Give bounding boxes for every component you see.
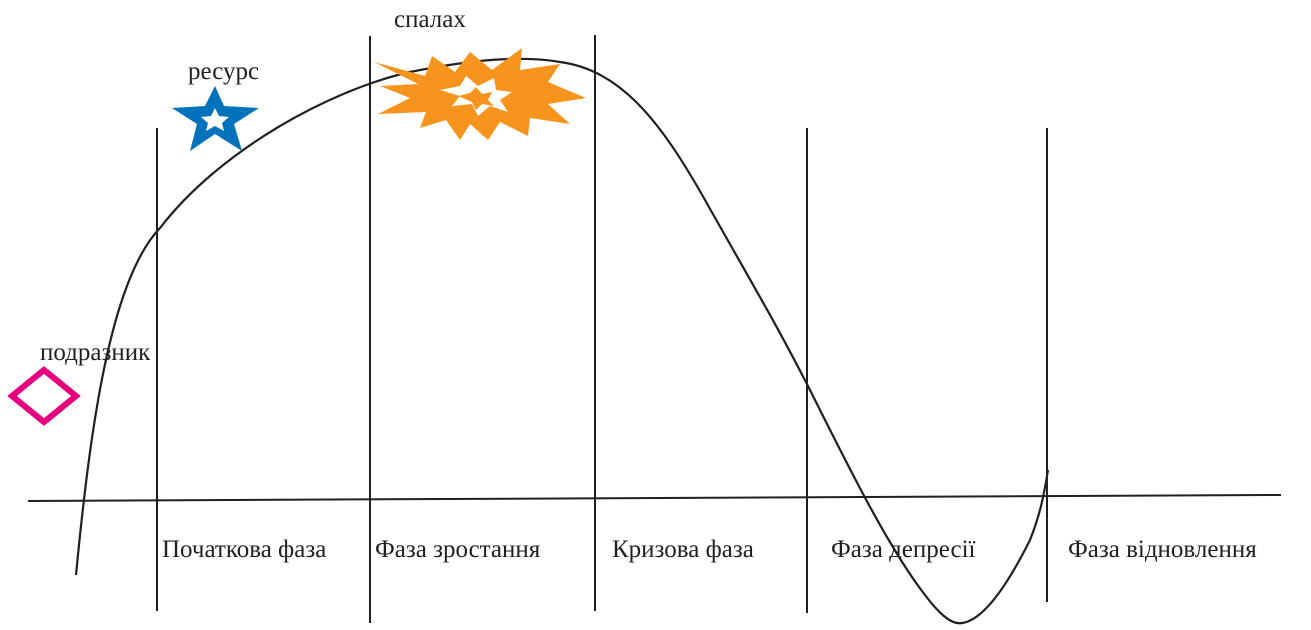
phase-label-depression: Фаза депресії: [831, 536, 976, 563]
outbreak-label: спалах: [394, 6, 466, 33]
phase-label-initial: Початкова фаза: [162, 536, 326, 563]
outbreak-marker: спалах: [374, 6, 586, 140]
trigger-marker: подразник: [7, 339, 151, 426]
baseline-axis: [27, 494, 1282, 502]
phase-label-recovery: Фаза відновлення: [1068, 536, 1257, 563]
cycle-curve: [74, 57, 1050, 625]
resource-marker: ресурс: [172, 58, 259, 151]
diamond-icon: [7, 366, 81, 426]
trigger-label: подразник: [40, 339, 151, 366]
phase-label-growth: Фаза зростання: [375, 536, 541, 563]
phase-label-crisis: Кризова фаза: [612, 536, 754, 563]
resource-label: ресурс: [188, 58, 259, 85]
